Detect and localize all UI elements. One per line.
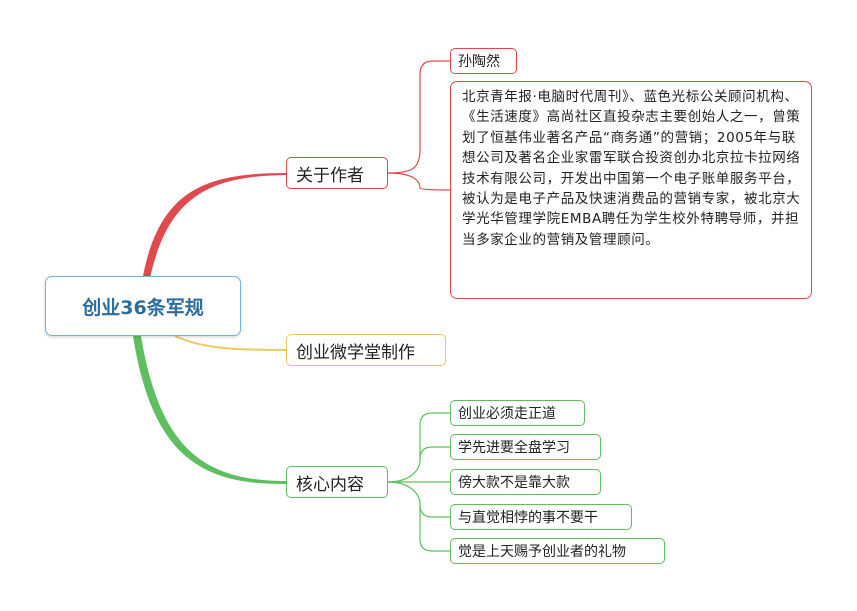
- branch-core-content[interactable]: 核心内容: [286, 466, 388, 498]
- author-bio-text: 北京青年报·电脑时代周刊》、蓝色光标公关顾问机构、《生活速度》高尚社区直投杂志主…: [462, 89, 801, 248]
- connector-core-leaf-1: [387, 412, 450, 483]
- core-leaf-1[interactable]: 创业必须走正道: [450, 400, 585, 426]
- core-leaf-5[interactable]: 觉是上天赐予创业者的礼物: [450, 538, 665, 564]
- connector-core-leaf-2: [419, 446, 450, 460]
- root-node[interactable]: 创业36条军规: [45, 276, 241, 336]
- leaf-label: 傍大款不是靠大款: [458, 475, 570, 491]
- branch-label: 核心内容: [296, 474, 364, 495]
- leaf-label: 学先进要全盘学习: [458, 440, 570, 456]
- branch-label: 关于作者: [296, 165, 364, 186]
- leaf-label: 与直觉相悖的事不要干: [458, 510, 598, 526]
- author-bio-node[interactable]: 北京青年报·电脑时代周刊》、蓝色光标公关顾问机构、《生活速度》高尚社区直投杂志主…: [450, 81, 812, 299]
- core-leaf-2[interactable]: 学先进要全盘学习: [450, 434, 601, 460]
- connector-root-core-content: [133, 336, 286, 485]
- author-name-node[interactable]: 孙陶然: [450, 48, 517, 74]
- branch-label: 创业微学堂制作: [296, 342, 415, 363]
- leaf-label: 觉是上天赐予创业者的礼物: [458, 544, 626, 560]
- author-name-label: 孙陶然: [458, 54, 500, 70]
- connector-root-producer: [174, 335, 287, 351]
- connector-about-author-bio: [387, 172, 451, 191]
- connector-root-about-author: [143, 173, 286, 278]
- connector-core-leaf-5: [419, 504, 450, 552]
- connector-core-leaf-4: [387, 481, 450, 518]
- core-leaf-3[interactable]: 傍大款不是靠大款: [450, 469, 601, 495]
- root-label: 创业36条军规: [82, 296, 204, 319]
- branch-about-author[interactable]: 关于作者: [286, 157, 388, 189]
- core-leaf-4[interactable]: 与直觉相悖的事不要干: [450, 504, 632, 530]
- leaf-label: 创业必须走正道: [458, 406, 556, 422]
- connector-about-author-name: [387, 60, 450, 174]
- branch-producer[interactable]: 创业微学堂制作: [286, 334, 446, 366]
